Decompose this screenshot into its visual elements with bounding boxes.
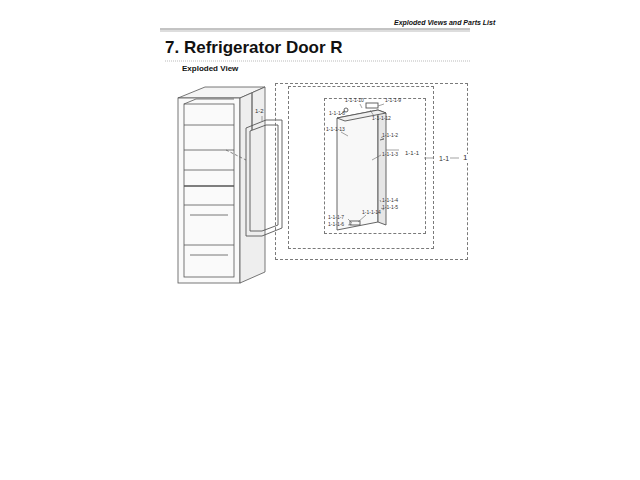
header-rule — [160, 31, 470, 32]
refrigerator — [178, 87, 265, 283]
part-number: 1-1-1-5 — [382, 205, 398, 211]
part-number: 1-1-1-8 — [329, 111, 345, 117]
part-number: 1-1-1-10 — [345, 98, 364, 104]
header-rule — [160, 29, 470, 30]
leader-lines — [262, 104, 459, 225]
part-number: 1-2 — [255, 108, 264, 115]
part-number: 1-1-1-14 — [362, 210, 381, 216]
callout-number: 1 — [462, 154, 468, 163]
diagram-title: 7. Refrigerator Door R — [165, 39, 343, 58]
part-number: 1-1-1-4 — [382, 198, 398, 204]
leader-line — [226, 150, 246, 160]
gasket — [246, 120, 282, 236]
part-number: 1-1-1-7 — [328, 215, 344, 221]
callout-number: 1-1-1 — [404, 150, 420, 157]
group-box: 1-11-1-1 — [288, 86, 434, 249]
title-rule — [165, 61, 470, 62]
part-number: 1-1-1-2 — [382, 133, 398, 139]
heading-label: Exploded View — [182, 65, 238, 74]
part-number: 1-1-1-6 — [328, 222, 344, 228]
callout-number: 1-1 — [438, 155, 450, 163]
heading-label: Exploded Views and Parts List — [394, 19, 495, 27]
part-number: 1-1-1-3 — [382, 152, 398, 158]
part-number: 1-1-1-12 — [372, 116, 391, 122]
part-number: 1-1-1-13 — [326, 127, 345, 133]
door — [337, 103, 386, 230]
part-number: 1-1-1-9 — [385, 98, 401, 104]
group-box: 11-11-1-1 — [275, 83, 468, 260]
